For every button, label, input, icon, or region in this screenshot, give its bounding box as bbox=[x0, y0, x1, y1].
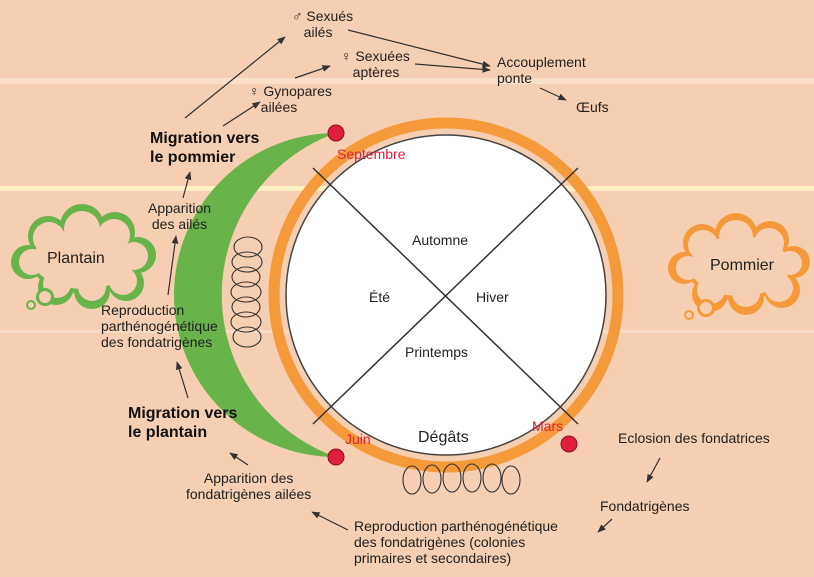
label-migration-pommier: Migration vers le pommier bbox=[150, 129, 259, 167]
month-march: Mars bbox=[532, 418, 563, 434]
month-june: Juin bbox=[345, 431, 371, 447]
pommier-label: Pommier bbox=[710, 258, 774, 274]
label-eclosion-fondatrices: Eclosion des fondatrices bbox=[618, 430, 770, 446]
label-reproduction-parthenogenetique: Reproduction parthénogénétique des fonda… bbox=[101, 302, 218, 350]
label-sexues-ailes: ♂ Sexués ailés bbox=[292, 8, 353, 40]
label-migration-plantain: Migration vers le plantain bbox=[128, 404, 237, 442]
season-summer: Été bbox=[369, 289, 390, 305]
season-winter: Hiver bbox=[476, 289, 509, 305]
plantain-label: Plantain bbox=[47, 251, 105, 267]
label-accouplement: Accouplement ponte bbox=[497, 54, 586, 86]
season-autumn: Automne bbox=[412, 232, 468, 248]
label-fondatrigenes: Fondatrigènes bbox=[600, 498, 690, 514]
label-reproduction-colonies: Reproduction parthénogénétique des fonda… bbox=[354, 518, 558, 566]
label-sexuees-apteres: ♀ Sexuées aptères bbox=[341, 48, 410, 80]
damage-label: Dégâts bbox=[418, 430, 469, 446]
june-dot bbox=[328, 449, 344, 465]
label-apparition-ailes: Apparition des ailés bbox=[148, 200, 211, 232]
march-dot bbox=[561, 436, 577, 452]
label-oeufs: Œufs bbox=[576, 99, 609, 115]
loops-left bbox=[231, 237, 262, 347]
label-gynopares-ailees: ♀ Gynopares ailées bbox=[249, 83, 332, 115]
season-spring: Printemps bbox=[405, 344, 468, 360]
september-dot bbox=[328, 125, 344, 141]
month-september: Septembre bbox=[337, 146, 405, 162]
label-apparition-fondatrigenes: Apparition des fondatrigènes ailées bbox=[186, 470, 311, 502]
